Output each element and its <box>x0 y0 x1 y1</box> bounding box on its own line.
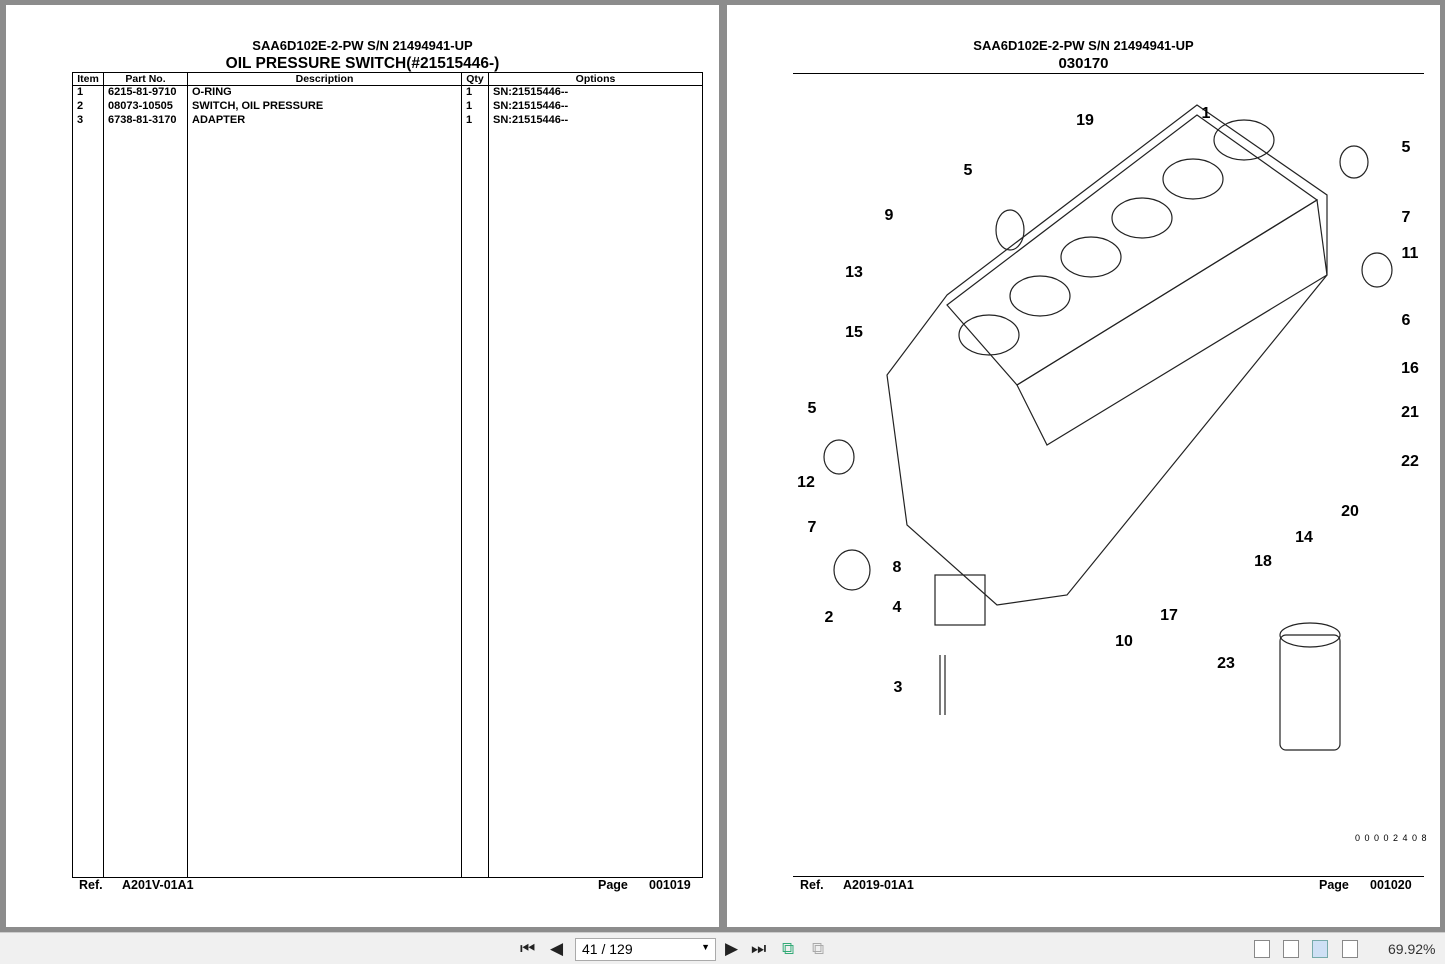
callout-label: 5 <box>807 400 817 417</box>
table-cell: SN:21515446-- <box>488 85 703 100</box>
callout-label: 21 <box>1401 404 1419 421</box>
cylinder-bore <box>1162 158 1224 200</box>
cylinder-bore <box>958 314 1020 356</box>
next-page-icon[interactable]: ▶ <box>725 939 739 958</box>
table-cell: 6215-81-9710 <box>103 85 188 100</box>
callout-label: 12 <box>797 474 815 491</box>
ref-value: A201V-01A1 <box>122 878 194 892</box>
ref-label: Ref. <box>800 878 824 892</box>
table-cell: SN:21515446-- <box>488 99 703 114</box>
table-cell: SWITCH, OIL PRESSURE <box>187 99 462 114</box>
callout-label: 20 <box>1341 503 1359 520</box>
table-cell: SN:21515446-- <box>488 113 703 128</box>
model-title: SAA6D102E-2-PW S/N 21494941-UP <box>973 38 1194 53</box>
divider <box>793 73 1424 74</box>
callout-label: 15 <box>845 324 863 341</box>
table-cell: 3 <box>72 113 104 128</box>
cylinder-bore <box>1111 197 1173 239</box>
col-item: Item <box>72 72 104 86</box>
page-label: Page <box>598 878 628 892</box>
model-title: SAA6D102E-2-PW S/N 21494941-UP <box>252 38 473 53</box>
table-cell: 1 <box>461 113 489 128</box>
table-cell: 1 <box>461 99 489 114</box>
table-cell: 1 <box>461 85 489 100</box>
callout-label: 16 <box>1401 360 1419 377</box>
page-title: OIL PRESSURE SWITCH(#21515446-) <box>225 55 500 72</box>
callout-label: 9 <box>884 207 894 224</box>
col-qty: Qty <box>461 72 489 86</box>
callout-label: 4 <box>892 599 902 616</box>
page-number: 001019 <box>649 878 691 892</box>
figure-code: 030170 <box>1058 55 1109 72</box>
page-value: 41 / 129 <box>582 941 633 957</box>
table-cell: O-RING <box>187 85 462 100</box>
callout-label: 7 <box>1401 209 1411 226</box>
callout-label: 8 <box>892 559 902 576</box>
col-options: Options <box>488 72 703 86</box>
right-page: SAA6D102E-2-PW S/N 21494941-UP 030170 19… <box>727 5 1440 927</box>
back-view-icon[interactable]: ⧉ <box>782 939 795 958</box>
engine-block-diagram <box>823 104 1393 751</box>
table-cell: 2 <box>72 99 104 114</box>
ref-value: A2019-01A1 <box>843 878 914 892</box>
zoom-level[interactable]: 69.92% <box>1388 941 1436 957</box>
ref-label: Ref. <box>79 878 103 892</box>
viewer-toolbar: ⏮ ◀ 41 / 129 ▼ ▶ ⏭ ⧉ ⧉ 69.92% <box>0 932 1445 964</box>
page-selector[interactable]: 41 / 129 ▼ <box>575 938 716 961</box>
table-cell: 6738-81-3170 <box>103 113 188 128</box>
facing-view-icon[interactable] <box>1312 940 1328 958</box>
table-cell: ADAPTER <box>187 113 462 128</box>
callout-label: 2 <box>824 609 834 626</box>
divider <box>793 876 1424 877</box>
left-page: SAA6D102E-2-PW S/N 21494941-UP OIL PRESS… <box>6 5 719 927</box>
continuous-facing-view-icon[interactable] <box>1342 940 1358 958</box>
page-number: 001020 <box>1370 878 1412 892</box>
prev-page-icon[interactable]: ◀ <box>550 939 564 958</box>
table-cell: 1 <box>72 85 104 100</box>
cylinder-bore <box>1060 236 1122 278</box>
continuous-view-icon[interactable] <box>1283 940 1299 958</box>
cylinder-bore <box>1009 275 1071 317</box>
last-page-icon[interactable]: ⏭ <box>751 939 767 958</box>
callout-label: 1 <box>1201 105 1211 122</box>
callout-label: 3 <box>893 679 903 696</box>
cylinder-bore <box>1213 119 1275 161</box>
callout-label: 19 <box>1076 112 1094 129</box>
single-page-view-icon[interactable] <box>1254 940 1270 958</box>
callout-label: 14 <box>1295 529 1313 546</box>
callout-label: 10 <box>1115 633 1133 650</box>
callout-label: 18 <box>1254 553 1272 570</box>
figure-number: 0 0 0 0 2 4 0 8 <box>1355 833 1428 843</box>
callout-label: 17 <box>1160 607 1178 624</box>
page-label: Page <box>1319 878 1349 892</box>
forward-view-icon[interactable]: ⧉ <box>812 939 825 958</box>
callout-label: 11 <box>1401 245 1419 262</box>
first-page-icon[interactable]: ⏮ <box>520 939 536 958</box>
table-cell: 08073-10505 <box>103 99 188 114</box>
callout-label: 6 <box>1401 312 1411 329</box>
callout-label: 5 <box>1401 139 1411 156</box>
callout-label: 23 <box>1217 655 1235 672</box>
col-description: Description <box>187 72 462 86</box>
callout-label: 5 <box>963 162 973 179</box>
callout-label: 22 <box>1401 453 1419 470</box>
callout-label: 13 <box>845 264 863 281</box>
col-part-no: Part No. <box>103 72 188 86</box>
dropdown-arrow-icon: ▼ <box>701 942 710 952</box>
callout-label: 7 <box>807 519 817 536</box>
